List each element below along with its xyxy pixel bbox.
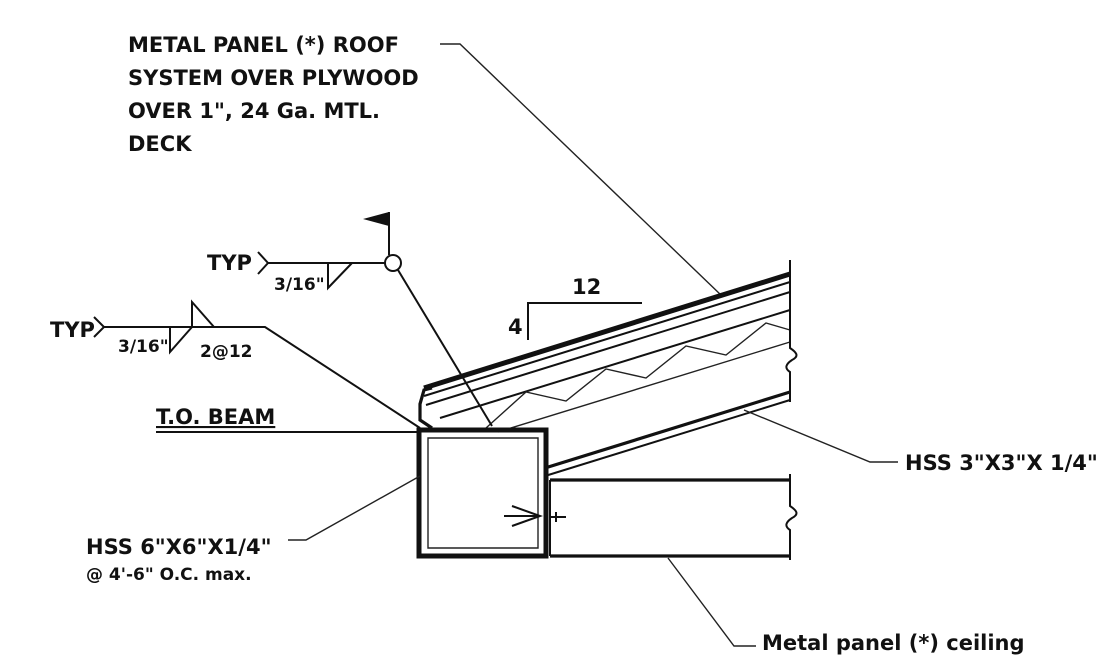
weld-top-typ: TYP [207, 251, 252, 275]
weld-top-tail [257, 251, 270, 275]
hss-column-inner [427, 437, 539, 549]
weld-left-fillet-below [169, 326, 193, 355]
hss-tube-top [544, 390, 791, 470]
metal-roof-panel [423, 271, 791, 391]
slope-triangle [527, 302, 642, 340]
deck-top [439, 309, 791, 419]
roof-note-leader [440, 43, 723, 297]
ceiling-break-line [785, 474, 798, 560]
plywood-top [423, 281, 791, 397]
hss-tube-note: HSS 3"X3"X 1/4" [743, 409, 1098, 475]
weld-left-size: 3/16" [118, 337, 169, 357]
roof-break-line [785, 260, 798, 402]
hss-column [416, 427, 566, 559]
plywood-bottom [425, 291, 791, 406]
weld-top-size: 3/16" [274, 275, 325, 295]
weld-top-arrow [397, 269, 493, 427]
slope-rise: 4 [508, 315, 523, 339]
hss-column-size: HSS 6"X6"X1/4" [86, 535, 272, 559]
field-weld-flag [363, 212, 389, 226]
ceiling-panel [549, 478, 790, 558]
hss-column-outer [416, 427, 549, 559]
roof-assembly [418, 271, 791, 477]
hss-column-spacing: @ 4'-6" O.C. max. [86, 565, 252, 585]
hss-tube-size: HSS 3"X3"X 1/4" [905, 451, 1098, 475]
ceiling-leader [667, 557, 756, 647]
ceiling-label: Metal panel (*) ceiling [762, 631, 1025, 655]
roof-note-line-1: METAL PANEL (*) ROOF [128, 33, 399, 57]
hss-tube-bottom [544, 399, 791, 477]
weld-all-around-symbol [384, 254, 402, 272]
roof-note-line-2: SYSTEM OVER PLYWOOD [128, 66, 419, 90]
deck-flutes [485, 322, 791, 429]
weld-left-fillet-above [191, 299, 215, 328]
ceiling-note: Metal panel (*) ceiling [667, 557, 1025, 655]
column-connection-weld [504, 505, 566, 527]
slope-indicator: 12 4 [508, 275, 642, 340]
weld-left-pitch: 2@12 [200, 342, 253, 362]
top-of-beam-text: T.O. BEAM [156, 405, 275, 429]
weld-left-tail [93, 316, 106, 338]
slope-run: 12 [572, 275, 601, 299]
roof-system-note: METAL PANEL (*) ROOF SYSTEM OVER PLYWOOD… [128, 33, 723, 297]
roof-edge-trim [418, 386, 433, 430]
weld-symbol-top: TYP 3/16" [207, 212, 493, 427]
weld-top-fillet [327, 262, 353, 291]
weld-left-typ: TYP [50, 318, 95, 342]
break-lines [785, 260, 798, 560]
weld-symbol-left: TYP 3/16" 2@12 [50, 299, 421, 429]
hss-tube-leader [743, 409, 898, 463]
top-of-beam-label: T.O. BEAM [156, 405, 420, 433]
roof-note-line-4: DECK [128, 132, 192, 156]
hss-column-leader [288, 475, 421, 541]
hss-column-note: HSS 6"X6"X1/4" @ 4'-6" O.C. max. [86, 475, 421, 585]
weld-left-reference-and-arrow [104, 326, 421, 429]
roof-note-line-3: OVER 1", 24 Ga. MTL. [128, 99, 380, 123]
deck-bottom [497, 341, 791, 433]
